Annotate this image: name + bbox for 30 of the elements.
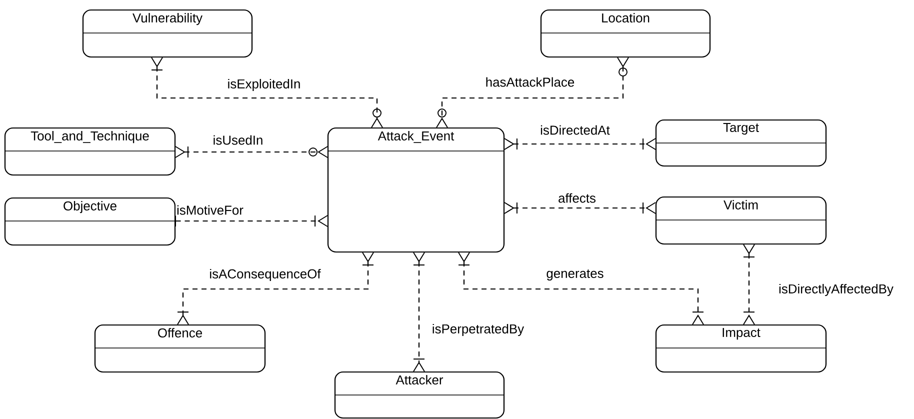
- connector: [743, 244, 755, 325]
- edge-label: isPerpetratedBy: [430, 322, 526, 338]
- entity-box: Victim: [655, 196, 827, 245]
- connector: [504, 202, 656, 214]
- entity-box: Objective: [4, 197, 176, 246]
- edge-label: isExploitedIn: [226, 78, 302, 92]
- edge-label: generates: [545, 268, 605, 282]
- entity-box: Offence: [94, 324, 266, 373]
- entity-box: Location: [540, 9, 711, 58]
- edge-label: isAConsequenceOf: [208, 268, 322, 282]
- entity-box: Attacker: [334, 371, 505, 419]
- connector: [458, 252, 704, 325]
- edge-label: affects: [557, 192, 597, 204]
- entity-box: Target: [655, 119, 827, 167]
- connector: [175, 215, 328, 227]
- connector: [175, 146, 328, 158]
- edge-label: isDirectlyAffectedBy: [778, 282, 894, 298]
- entity-box: Impact: [655, 324, 827, 373]
- edge-label: isMotiveFor: [176, 204, 244, 216]
- entity-box: Tool_and_Technique: [4, 127, 176, 176]
- edge-label: hasAttackPlace: [484, 76, 576, 88]
- edge-label: isDirectedAt: [539, 124, 611, 136]
- entity-box: Vulnerability: [82, 9, 253, 58]
- connector: [151, 57, 383, 128]
- connector: [413, 252, 425, 372]
- connector: [177, 252, 374, 325]
- connector: [436, 57, 629, 128]
- edge-label: isUsedIn: [212, 134, 264, 146]
- connector: [504, 138, 656, 150]
- entity-box: Attack_Event: [327, 127, 505, 253]
